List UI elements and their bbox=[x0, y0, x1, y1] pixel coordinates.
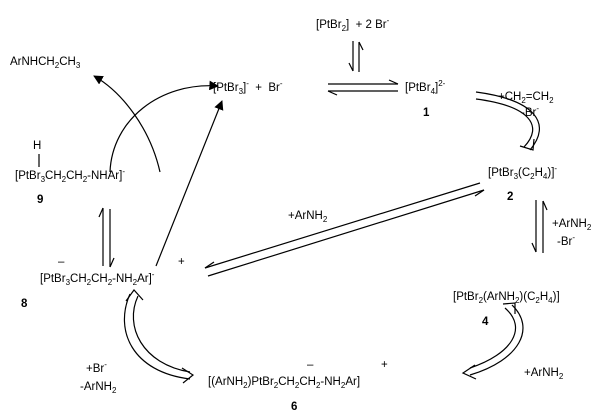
compound-number-8: 8 bbox=[21, 298, 28, 310]
equilibrium-ptbr2-ptbr4 bbox=[348, 41, 364, 72]
species-ptbr4: [PtBr4]2- bbox=[405, 79, 446, 96]
species-amine-ethylene-complex: [PtBr2(ArNH2)(C2H4)] bbox=[453, 291, 560, 305]
equilibrium-2-8 bbox=[204, 182, 485, 277]
species-hydride-complex: [PtBr3CH2CH2-NHAr]- bbox=[15, 167, 125, 184]
arrow-4-to-6 bbox=[461, 302, 524, 380]
species-ptbr3: [PtBr3]- + Br- bbox=[213, 79, 283, 96]
charge-minus-6: – bbox=[307, 359, 314, 371]
equilibrium-ptbr3-ptbr4 bbox=[327, 79, 399, 96]
reagent-ethylene: +CH2=CH2 bbox=[498, 91, 554, 105]
reagent-add-br: +Br- bbox=[86, 360, 107, 376]
arrow-1-to-2 bbox=[475, 91, 540, 151]
compound-number-4: 4 bbox=[482, 316, 489, 328]
reagent-arnh2-2-8: +ArNH2 bbox=[288, 210, 328, 224]
equilibrium-9-8 bbox=[98, 207, 115, 268]
reagent-loss-br-2: -Br- bbox=[557, 233, 576, 249]
charge-plus-8: + bbox=[178, 256, 185, 268]
reagent-arnh2-2-4: +ArNH2 bbox=[552, 218, 592, 232]
arrow-6-to-8 bbox=[123, 289, 195, 384]
arrow-8-to-ptbr3 bbox=[155, 100, 224, 267]
reagent-loss-br-1: -Br- bbox=[521, 104, 540, 120]
species-ethylene-complex: [PtBr3(C2H4)]- bbox=[488, 164, 558, 181]
reagent-loss-arnh2: -ArNH2 bbox=[80, 381, 117, 395]
compound-number-6: 6 bbox=[291, 401, 298, 413]
reagent-arnh2-4-6: +ArNH2 bbox=[524, 367, 564, 381]
charge-plus-6: + bbox=[381, 359, 388, 371]
equilibrium-2-4 bbox=[531, 200, 548, 253]
compound-number-2: 2 bbox=[507, 191, 514, 203]
charge-minus-8: – bbox=[58, 256, 65, 268]
compound-number-1: 1 bbox=[423, 107, 430, 119]
species-aminoethyl-zwitterion: [PtBr3CH2CH2-NH2Ar]- bbox=[40, 270, 155, 287]
arrow-9-to-product bbox=[93, 75, 219, 173]
species-amine-product: ArNHCH2CH3 bbox=[10, 56, 81, 70]
hydride-h: H bbox=[33, 140, 42, 152]
species-ptbr2: [PtBr2] + 2 Br- bbox=[316, 16, 390, 33]
compound-number-9: 9 bbox=[37, 194, 44, 206]
species-bis-zwitterion: [(ArNH2)PtBr2CH2CH2-NH2Ar] bbox=[208, 376, 361, 390]
